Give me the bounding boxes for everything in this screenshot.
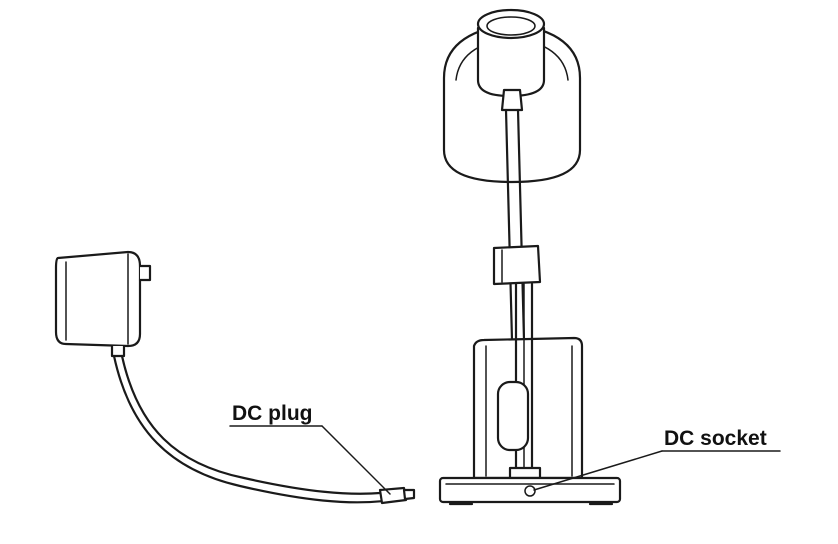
dc-socket-label: DC socket bbox=[664, 427, 767, 450]
dc-socket-callout: DC socket bbox=[533, 427, 781, 491]
power-cord bbox=[112, 354, 394, 504]
power-adapter bbox=[54, 250, 152, 358]
dc-socket-leader bbox=[533, 450, 663, 491]
dc-plug-callout: DC plug bbox=[229, 402, 391, 495]
dc-plug bbox=[378, 486, 416, 505]
desk-lamp bbox=[438, 8, 622, 506]
dc-plug-label: DC plug bbox=[232, 402, 312, 425]
dc-plug-leader bbox=[321, 425, 391, 495]
dc-socket bbox=[524, 485, 536, 497]
